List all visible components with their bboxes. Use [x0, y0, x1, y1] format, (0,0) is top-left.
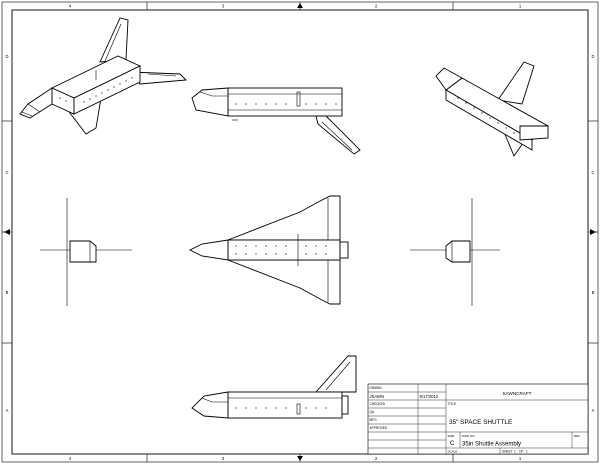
side-view-bottom	[191, 355, 357, 419]
center-mark-right	[590, 229, 596, 235]
size-value: C	[450, 441, 455, 447]
zone-right-b: B	[592, 290, 595, 295]
sheet-of-label: OF	[519, 450, 523, 454]
sheet-label: SHEET	[502, 450, 513, 454]
rev-label: REV	[574, 434, 580, 438]
sheet-total: 1	[526, 450, 528, 454]
drawn-by: JSAWN	[370, 394, 385, 399]
iso-view-right	[435, 61, 549, 157]
approved-label: APPROVED	[370, 426, 388, 430]
mfg-label: MFG	[370, 418, 378, 422]
top-view-center	[188, 195, 349, 305]
end-view-right	[410, 198, 500, 306]
zone-bottom-1: 1	[519, 456, 522, 461]
zone-left-b: B	[6, 290, 9, 295]
zone-left-a: A	[6, 408, 9, 413]
drawn-date: 9/17/2012	[420, 394, 439, 399]
side-view-top	[191, 87, 361, 155]
zone-left-c: C	[5, 170, 8, 175]
sheet-number: 1	[514, 450, 516, 454]
zone-right-c: C	[591, 170, 594, 175]
center-mark-top	[297, 3, 303, 8]
title-block	[367, 383, 589, 455]
zone-bottom-2: 2	[375, 456, 378, 461]
drawing-title: 35" SPACE SHUTTLE	[449, 419, 512, 426]
center-mark-left	[4, 229, 10, 235]
zone-top-2: 2	[375, 4, 378, 9]
zone-top-4: 4	[69, 4, 72, 9]
zone-labels: 4 3 2 1 4 3 2 1 D C B A D C B A	[5, 4, 594, 462]
zone-right-d: D	[591, 54, 594, 59]
drawn-label: DRAWN	[370, 386, 383, 390]
zone-right-a: A	[592, 408, 595, 413]
iso-view-left	[19, 17, 188, 135]
scale-label: SCALE	[448, 450, 458, 454]
zone-left-d: D	[5, 54, 8, 59]
zone-top-1: 1	[519, 4, 522, 9]
center-mark-bottom	[297, 456, 303, 461]
title-block-text: DRAWN JSAWN 9/17/2012 CHECKED QA MFG APP…	[370, 386, 581, 454]
qa-label: QA	[370, 410, 375, 414]
end-view-left	[40, 198, 132, 306]
title-label: TITLE	[448, 402, 457, 406]
dwg-no-label: DWG NO	[462, 434, 475, 438]
company-name: SAWNCRAFT	[503, 391, 532, 396]
dwg-no-value: 35in Shuttle Assembly	[462, 442, 521, 448]
zone-top-3: 3	[222, 4, 225, 9]
zone-bottom-4: 4	[69, 456, 72, 461]
checked-label: CHECKED	[370, 402, 386, 406]
zone-bottom-3: 3	[222, 456, 225, 461]
size-label: SIZE	[448, 434, 455, 438]
